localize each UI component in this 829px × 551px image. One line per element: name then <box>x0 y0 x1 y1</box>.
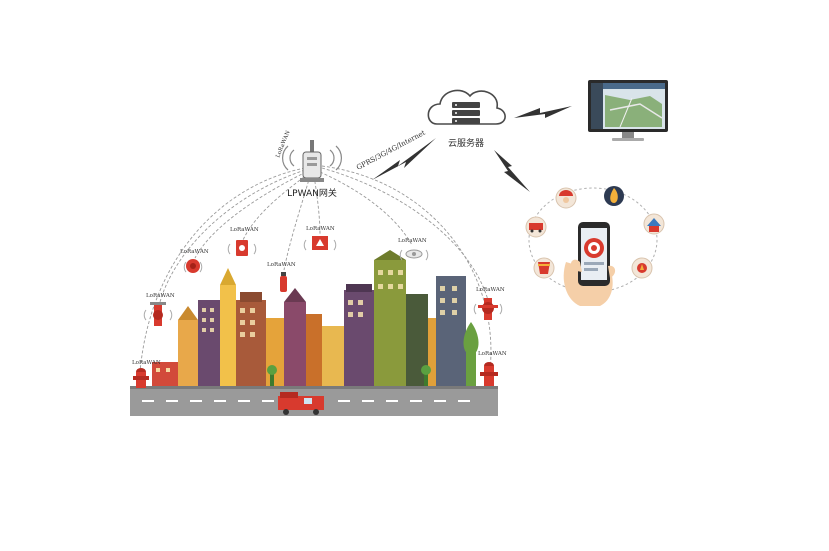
link-call-point <box>242 173 309 241</box>
firefighter-avatar-icon <box>555 187 577 209</box>
device-label: LoRaWAN <box>398 238 427 244</box>
fire-hydrant-icon <box>480 362 498 386</box>
gateway-label: LPWAN网关 <box>287 187 337 199</box>
link-bell <box>194 171 307 259</box>
device-hydrant-left: LoRaWAN <box>132 360 161 388</box>
fire-extinguisher-icon <box>280 272 287 292</box>
device-smoke: LoRaWAN <box>398 238 427 259</box>
sprinkler-valve-icon <box>478 298 498 320</box>
manual-call-point-icon <box>236 240 248 256</box>
fire-alarm-bell-icon <box>186 259 200 273</box>
device-label: LoRaWAN <box>230 227 259 233</box>
backhaul-label: GPRS/3G/4G/Internet <box>355 129 427 172</box>
city-skyline <box>152 250 479 386</box>
flame-icon <box>604 186 624 206</box>
link-extinguisher <box>283 175 311 271</box>
lightning-bolt-to-monitor-icon <box>514 106 572 118</box>
device-label: LoRaWAN <box>476 287 505 293</box>
monitoring-desktop-icon <box>588 80 668 141</box>
sprinkler-valve-icon <box>150 302 166 326</box>
building-windows <box>202 270 457 337</box>
device-label: LoRaWAN <box>132 360 161 366</box>
backhaul-link: GPRS/3G/4G/Internet <box>355 129 436 180</box>
lpwan-gateway: LPWAN网关 LoRaWAN <box>275 130 342 199</box>
house-icon <box>643 213 665 235</box>
device-panel: LoRaWAN <box>306 226 335 250</box>
device-label: LoRaWAN <box>306 226 335 232</box>
device-call-point: LoRaWAN <box>230 227 259 256</box>
lightning-bolt-to-mobile-icon <box>494 150 530 192</box>
link-smoke <box>319 171 413 246</box>
device-label: LoRaWAN <box>146 293 175 299</box>
hand-holding-phone-icon <box>563 222 616 306</box>
alarm-panel-icon <box>312 236 328 250</box>
cloud-label: 云服务器 <box>448 137 484 149</box>
fire-hydrant-icon <box>133 368 149 388</box>
device-label: LoRaWAN <box>267 262 296 268</box>
cloud-server: 云服务器 <box>427 89 506 149</box>
device-valve-right: LoRaWAN <box>476 287 505 320</box>
smoke-detector-icon <box>405 249 423 259</box>
link-valve-left <box>159 169 306 303</box>
lightning-bolt-icon <box>372 138 436 180</box>
mobile-app-cluster <box>525 186 665 306</box>
gateway-signal-left-icon <box>282 145 295 171</box>
device-hydrant-right: LoRaWAN <box>478 351 507 386</box>
signal-icons <box>143 239 503 321</box>
road <box>130 386 498 416</box>
fire-truck-icon <box>525 216 547 238</box>
radio-links <box>139 165 492 373</box>
fire-bucket-icon <box>533 257 555 279</box>
device-bell: LoRaWAN <box>180 249 209 273</box>
fire-engine-icon <box>278 392 324 415</box>
device-valve-left: LoRaWAN <box>146 293 175 326</box>
device-label: LoRaWAN <box>180 249 209 255</box>
link-hydrant-left <box>139 167 306 373</box>
gateway-signal-right-icon <box>329 145 342 171</box>
device-label: LoRaWAN <box>478 351 507 357</box>
server-rack-icon <box>452 102 480 124</box>
link-valve-right <box>321 167 489 301</box>
device-extinguisher: LoRaWAN <box>267 262 296 292</box>
gateway-device-icon <box>300 140 324 182</box>
fire-alert-icon <box>631 257 653 279</box>
link-hydrant-right <box>321 165 492 371</box>
